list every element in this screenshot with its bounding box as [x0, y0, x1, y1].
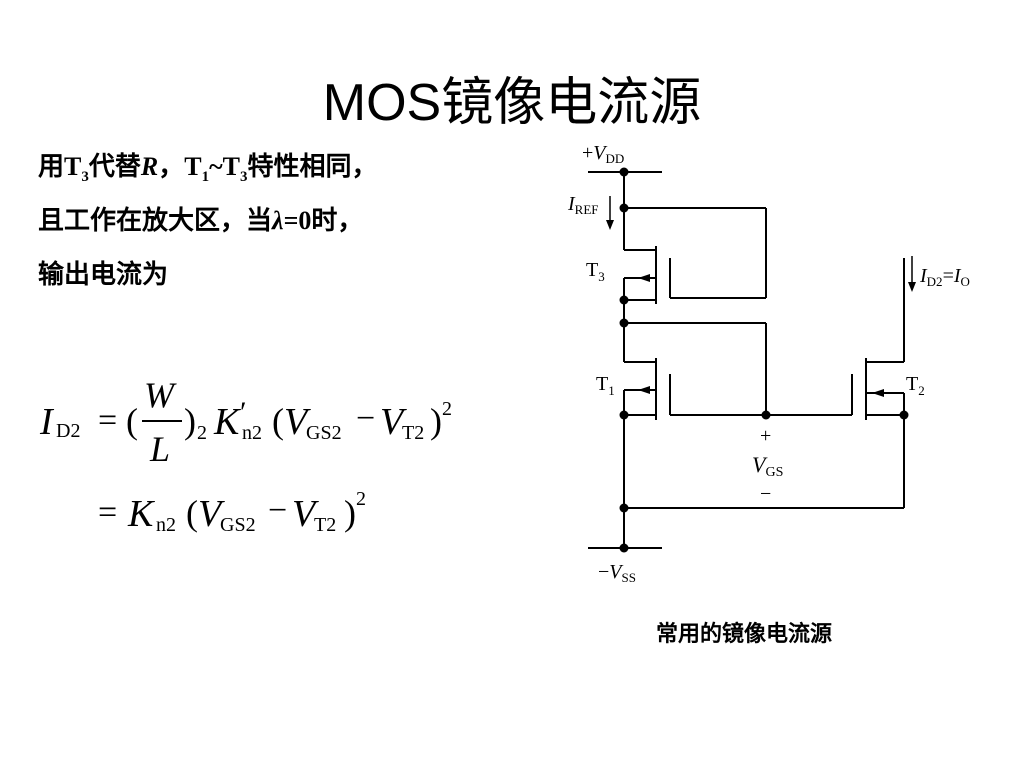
- junction-dots: [619, 167, 909, 553]
- t3-label: T3: [586, 259, 605, 284]
- vgs-label: VGS: [752, 452, 783, 480]
- slide-title: MOS镜像电流源: [322, 74, 702, 132]
- vdd-label: +VDD: [582, 142, 624, 166]
- t1-label: T1: [596, 373, 615, 398]
- description-line-2: 且工作在放大区，当λ=0时，: [38, 206, 364, 236]
- id2-label: ID2=IO: [919, 265, 970, 289]
- vgs-plus: +: [760, 425, 771, 447]
- t1-source-arrow-icon: [638, 386, 650, 394]
- iref-label: IREF: [567, 193, 599, 217]
- t3-source-arrow-icon: [638, 274, 650, 282]
- description-line-3: 输出电流为: [38, 260, 169, 290]
- id2-arrow-icon: [908, 282, 916, 292]
- fraction-bar: [142, 420, 182, 422]
- source-arrows: [638, 274, 884, 397]
- iref-arrow-icon: [606, 220, 614, 230]
- t2-label: T2: [906, 373, 925, 398]
- vss-label: −VSS: [598, 561, 636, 585]
- current-arrows: [606, 196, 916, 292]
- description-line-1: 用T3代替R，T1~T3特性相同，: [38, 152, 378, 185]
- circuit-wires: [588, 171, 905, 549]
- vgs-minus: −: [760, 483, 771, 505]
- t2-source-arrow-icon: [872, 389, 884, 397]
- figure-caption: 常用的镜像电流源: [656, 622, 833, 647]
